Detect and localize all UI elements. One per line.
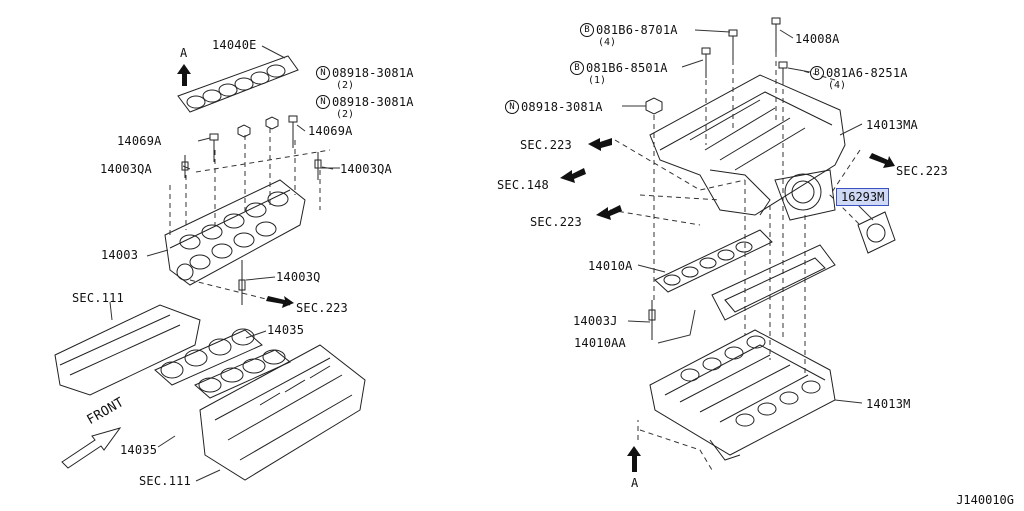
sec-label-223-a[interactable]: SEC.223 <box>520 138 572 152</box>
sec-label-148[interactable]: SEC.148 <box>497 178 549 192</box>
part-label-14069a-right[interactable]: 14069A <box>308 124 353 138</box>
sec-label-223-left[interactable]: SEC.223 <box>296 301 348 315</box>
view-a-arrow-right-shaft <box>632 456 637 472</box>
part-label-14040e[interactable]: 14040E <box>212 38 257 52</box>
gasket-16293m[interactable] <box>857 211 896 254</box>
fastener-qty-081a6-8251a: (4) <box>828 80 847 91</box>
bolt-081b6-8701a[interactable] <box>728 29 738 60</box>
stud-14003j[interactable] <box>648 300 656 340</box>
stud-14003q[interactable] <box>238 260 246 305</box>
part-label-14010a[interactable]: 14010A <box>588 259 633 273</box>
part-label-16293m-highlighted[interactable]: 16293M <box>836 188 890 206</box>
part-label-14035-top[interactable]: 14035 <box>267 323 305 337</box>
fastener-label-081b6-8701a[interactable]: 081B6-8701A <box>596 23 678 37</box>
bolt-14069a-right[interactable] <box>288 115 298 148</box>
n-circle-icon: N <box>316 95 330 109</box>
part-label-14008a[interactable]: 14008A <box>795 32 840 46</box>
part-label-14035-bottom[interactable]: 14035 <box>120 443 158 457</box>
part-label-14003q[interactable]: 14003Q <box>276 270 321 284</box>
part-label-14003[interactable]: 14003 <box>101 248 139 262</box>
part-label-14003qa-right[interactable]: 14003QA <box>340 162 392 176</box>
fastener-label-left-2[interactable]: 08918-3081A <box>332 95 414 109</box>
upper-manifold-14013ma[interactable] <box>649 74 846 221</box>
gasket-14040e[interactable] <box>177 55 299 113</box>
b-circle-icon: B <box>810 66 824 80</box>
part-label-14013m[interactable]: 14013M <box>866 397 911 411</box>
sec-arrows <box>266 138 895 308</box>
cylinder-head-sec111-top <box>54 304 201 396</box>
sec-label-111-top[interactable]: SEC.111 <box>72 291 124 305</box>
view-a-arrow-left-head <box>177 64 191 74</box>
nut-left-1[interactable] <box>237 124 251 138</box>
bolt-081a6-8251a[interactable] <box>778 61 788 80</box>
fastener-label-left-1[interactable]: 08918-3081A <box>332 66 414 80</box>
intake-manifold-14003[interactable] <box>164 179 306 286</box>
fastener-qty-081b6-8501a: (1) <box>588 75 607 86</box>
sec-label-111-bottom[interactable]: SEC.111 <box>139 474 191 488</box>
front-arrow <box>61 427 122 469</box>
gasket-14035-bottom[interactable] <box>194 349 291 399</box>
fastener-label-081b6-8501a[interactable]: 081B6-8501A <box>586 61 668 75</box>
stud-14003qa-right[interactable] <box>314 152 322 180</box>
b-circle-icon: B <box>580 23 594 37</box>
gasket-14010aa[interactable] <box>711 244 836 321</box>
lower-manifold-14013m[interactable] <box>649 329 836 461</box>
part-label-14069a-left[interactable]: 14069A <box>117 134 162 148</box>
bolt-14008a[interactable] <box>771 17 781 52</box>
gasket-14010a[interactable] <box>654 229 773 293</box>
view-a-arrow-right-head <box>627 446 641 456</box>
part-label-14013ma[interactable]: 14013MA <box>866 118 918 132</box>
nut-08918-3081a[interactable] <box>645 97 663 115</box>
view-marker-a-left: A <box>180 46 188 60</box>
sec-label-223-right[interactable]: SEC.223 <box>896 164 948 178</box>
part-label-14003j[interactable]: 14003J <box>573 314 618 328</box>
cylinder-head-sec111-bottom <box>199 344 366 481</box>
fastener-label-081a6-8251a[interactable]: 081A6-8251A <box>826 66 908 80</box>
sec-label-223-b[interactable]: SEC.223 <box>530 215 582 229</box>
view-a-arrow-left-shaft <box>182 74 187 86</box>
part-label-14003qa-left[interactable]: 14003QA <box>100 162 152 176</box>
bolt-14069a-left[interactable] <box>209 133 219 162</box>
fastener-label-08918-3081a[interactable]: 08918-3081A <box>521 100 603 114</box>
fastener-qty-left-2: (2) <box>336 109 355 120</box>
bolt-081b6-8501a[interactable] <box>701 47 711 78</box>
gasket-14035-top[interactable] <box>154 328 263 386</box>
view-marker-a-right: A <box>631 476 639 490</box>
fastener-qty-left-1: (2) <box>336 80 355 91</box>
fastener-qty-081b6-8701a: (4) <box>598 37 617 48</box>
b-circle-icon: B <box>570 61 584 75</box>
part-label-14010aa[interactable]: 14010AA <box>574 336 626 350</box>
n-circle-icon: N <box>316 66 330 80</box>
n-circle-icon: N <box>505 100 519 114</box>
nut-left-2[interactable] <box>265 116 279 130</box>
diagram-code: J140010G <box>956 493 1014 507</box>
